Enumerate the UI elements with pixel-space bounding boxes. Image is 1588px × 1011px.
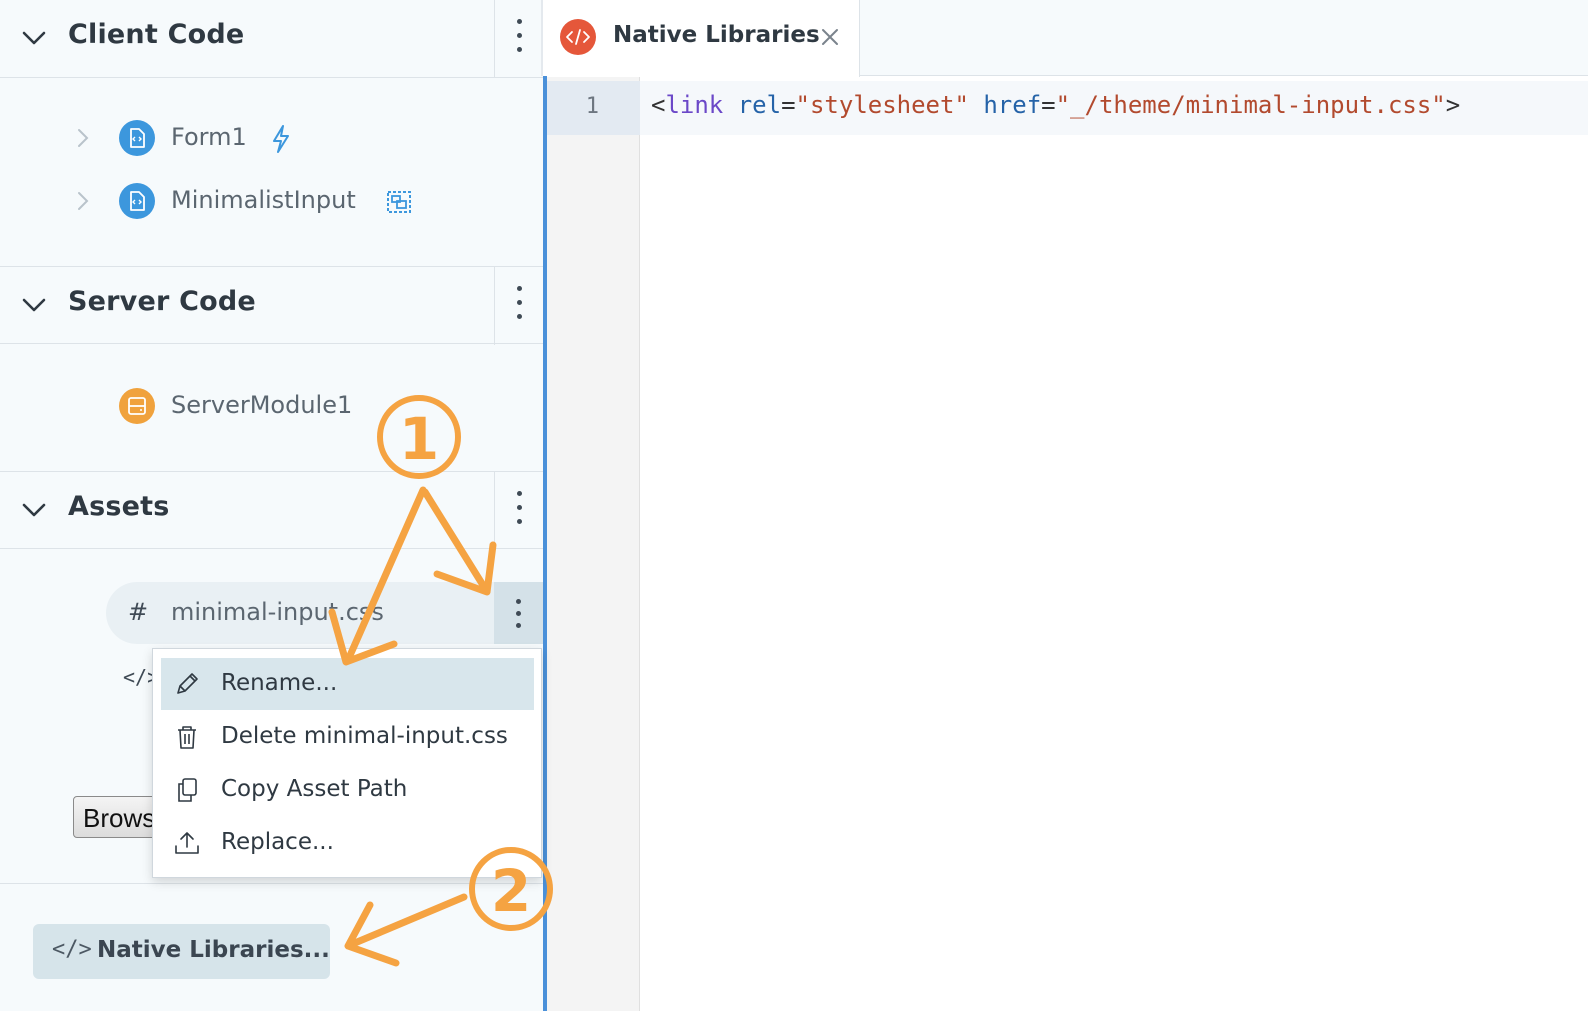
close-icon[interactable] (820, 27, 840, 47)
code-token: = (781, 91, 796, 119)
kebab-dot (517, 519, 522, 524)
chevron-right-icon[interactable] (76, 126, 90, 150)
code-icon (560, 19, 596, 55)
code-token: < (651, 91, 666, 119)
native-libraries-button[interactable]: </> Native Libraries... (33, 924, 330, 979)
menu-item-label: Copy Asset Path (221, 776, 408, 802)
code-icon: </> (52, 937, 92, 962)
pencil-icon (177, 673, 198, 694)
kebab-dot (517, 300, 522, 305)
kebab-dot (517, 19, 522, 24)
kebab-dot (517, 47, 522, 52)
tree-item-minimalistinput[interactable]: MinimalistInput (0, 172, 543, 232)
code-token: "stylesheet" (795, 91, 969, 119)
client-code-menu-button[interactable] (494, 0, 543, 78)
menu-item-label: Delete minimal-input.css (221, 723, 508, 749)
assets-menu-button[interactable] (494, 472, 543, 550)
menu-item-label: Replace... (221, 829, 334, 855)
kebab-dot (516, 599, 521, 604)
code-token: link (665, 91, 724, 119)
code-token (723, 91, 737, 119)
line-number: 1 (585, 94, 599, 119)
line-number-gutter: 1 (547, 77, 640, 1011)
form-file-icon (119, 120, 155, 156)
tree-item-form1[interactable]: Form1 (0, 109, 543, 169)
tab-label: Native Libraries (613, 22, 820, 48)
divider (0, 883, 543, 884)
asset-context-menu: Rename... Delete minimal-input.css Copy … (152, 648, 542, 878)
menu-item-label: Rename... (221, 670, 338, 696)
menu-item-rename[interactable]: Rename... (161, 658, 534, 710)
menu-item-copy-asset-path[interactable]: Copy Asset Path (161, 764, 534, 816)
server-code-menu-button[interactable] (494, 267, 543, 345)
code-token: = (1041, 91, 1056, 119)
lightning-icon (273, 125, 289, 153)
code-line-1[interactable]: <link rel="stylesheet" href="_/theme/min… (651, 91, 1460, 119)
assets-section-header[interactable]: Assets (0, 471, 543, 550)
asset-item-minimal-input-css[interactable]: # minimal-input.css (106, 582, 543, 644)
menu-item-delete[interactable]: Delete minimal-input.css (161, 711, 534, 763)
asset-label: minimal-input.css (171, 598, 384, 626)
chevron-down-icon[interactable] (20, 291, 48, 319)
kebab-dot (517, 33, 522, 38)
kebab-dot (517, 286, 522, 291)
kebab-dot (517, 505, 522, 510)
server-code-title: Server Code (68, 286, 256, 317)
copy-icon (178, 778, 197, 802)
client-code-title: Client Code (68, 19, 245, 50)
chevron-down-icon[interactable] (20, 24, 48, 52)
kebab-dot (516, 611, 521, 616)
server-module-icon (119, 388, 155, 424)
code-token: href (983, 91, 1042, 119)
kebab-dot (516, 623, 521, 628)
code-token: > (1445, 91, 1461, 119)
chevron-down-icon[interactable] (20, 496, 48, 524)
assets-title: Assets (68, 491, 170, 522)
editor-focus-indicator (543, 76, 547, 1011)
tree-item-servermodule1[interactable]: ServerModule1 (0, 377, 543, 437)
code-token: "_/theme/minimal-input.css" (1055, 91, 1446, 119)
tree-item-label: Form1 (171, 123, 247, 151)
upload-icon (175, 832, 199, 854)
native-libraries-label: Native Libraries... (97, 937, 330, 963)
tree-item-label: ServerModule1 (171, 391, 353, 419)
chevron-right-icon[interactable] (76, 189, 90, 213)
code-token: rel (737, 91, 782, 119)
custom-component-icon (387, 191, 411, 213)
editor-tab-bar: Native Libraries (543, 0, 1588, 77)
active-line-gutter (547, 81, 640, 135)
tab-native-libraries[interactable]: Native Libraries (543, 0, 860, 77)
active-line-highlight (640, 81, 1588, 135)
asset-menu-button[interactable] (494, 582, 543, 644)
css-hash-icon: # (128, 598, 149, 626)
kebab-dot (517, 314, 522, 319)
trash-icon (178, 726, 196, 749)
client-code-section-header[interactable]: Client Code (0, 0, 543, 78)
menu-item-replace[interactable]: Replace... (161, 817, 534, 869)
server-code-section-header[interactable]: Server Code (0, 266, 543, 345)
code-token (969, 91, 983, 119)
tree-item-label: MinimalistInput (171, 186, 356, 214)
divider (541, 0, 543, 76)
form-file-icon (119, 183, 155, 219)
kebab-dot (517, 491, 522, 496)
